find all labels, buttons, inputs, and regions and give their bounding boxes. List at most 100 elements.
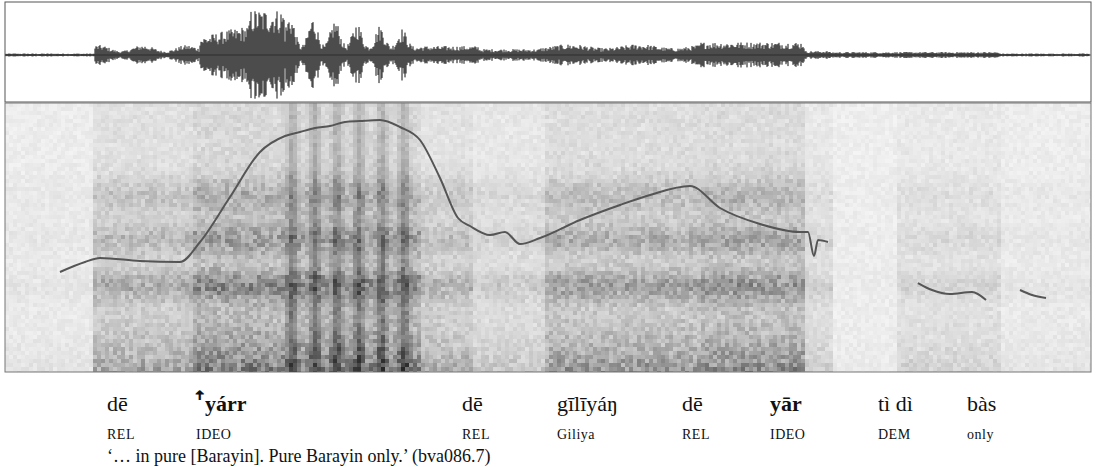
spectrogram-cell <box>21 255 25 259</box>
spectrogram-cell <box>9 259 13 263</box>
spectrogram-cell <box>17 295 21 299</box>
spectrogram-cell <box>45 323 49 327</box>
spectrogram-cell <box>113 295 117 299</box>
spectrogram-cell <box>117 115 121 119</box>
spectrogram-cell <box>65 187 69 191</box>
spectrogram-cell <box>109 115 113 119</box>
spectrogram-cell <box>81 159 85 163</box>
spectrogram-cell <box>61 299 65 303</box>
spectrogram-cell <box>101 283 105 287</box>
spectrogram-cell <box>69 259 73 263</box>
spectrogram-cell <box>97 199 101 203</box>
spectrogram-cell <box>57 139 61 143</box>
spectrogram-cell <box>117 191 121 195</box>
spectrogram-cell <box>5 103 9 107</box>
spectrogram-cell <box>17 335 21 339</box>
spectrogram-cell <box>73 223 77 227</box>
spectrogram-cell <box>25 351 29 355</box>
spectrogram-cell <box>9 319 13 323</box>
spectrogram-cell <box>13 291 17 295</box>
spectrogram-cell <box>109 347 113 351</box>
spectrogram-cell <box>109 203 113 207</box>
spectrogram-cell <box>29 343 33 347</box>
spectrogram-cell <box>97 187 101 191</box>
spectrogram-cell <box>41 135 45 139</box>
spectrogram-cell <box>29 119 33 123</box>
spectrogram-cell <box>17 259 21 263</box>
spectrogram-cell <box>37 355 41 359</box>
spectrogram-cell <box>97 227 101 231</box>
spectrogram-cell <box>65 123 69 127</box>
spectrogram-cell <box>33 111 37 115</box>
spectrogram-cell <box>37 135 41 139</box>
spectrogram-cell <box>45 199 49 203</box>
spectrogram-cell <box>37 219 41 223</box>
spectrogram-cell <box>53 231 57 235</box>
spectrogram-cell <box>77 335 81 339</box>
spectrogram-cell <box>21 307 25 311</box>
spectrogram-cell <box>69 311 73 315</box>
spectrogram-cell <box>61 223 65 227</box>
spectrogram-cell <box>89 339 93 343</box>
spectrogram-cell <box>109 275 113 279</box>
spectrogram-cell <box>93 267 97 271</box>
spectrogram-cell <box>17 119 21 123</box>
spectrogram-cell <box>105 363 109 367</box>
spectrogram-cell <box>37 307 41 311</box>
spectrogram-cell <box>97 247 101 251</box>
spectrogram-cell <box>101 355 105 359</box>
spectrogram-cell <box>5 295 9 299</box>
spectrogram-cell <box>41 203 45 207</box>
spectrogram-cell <box>73 307 77 311</box>
spectrogram-cell <box>77 231 81 235</box>
spectrogram-cell <box>89 239 93 243</box>
spectrogram-cell <box>13 131 17 135</box>
spectrogram-cell <box>117 211 121 215</box>
spectrogram-cell <box>41 235 45 239</box>
spectrogram-cell <box>89 211 93 215</box>
spectrogram-cell <box>113 327 117 331</box>
spectrogram-cell <box>41 211 45 215</box>
spectrogram-cell <box>13 159 17 163</box>
spectrogram-cell <box>85 123 89 127</box>
spectrogram-cell <box>121 107 125 111</box>
spectrogram-cell <box>81 327 85 331</box>
spectrogram-cell <box>93 123 97 127</box>
spectrogram-cell <box>85 231 89 235</box>
spectrogram-cell <box>97 267 101 271</box>
spectrogram-cell <box>73 359 77 363</box>
spectrogram-cell <box>81 319 85 323</box>
spectrogram-cell <box>113 111 117 115</box>
spectrogram-cell <box>109 259 113 263</box>
spectrogram-cell <box>109 211 113 215</box>
spectrogram-cell <box>89 307 93 311</box>
spectrogram-cell <box>97 151 101 155</box>
spectrogram-cell <box>21 351 25 355</box>
spectrogram-cell <box>25 335 29 339</box>
spectrogram-cell <box>93 171 97 175</box>
spectrogram-cell <box>113 143 117 147</box>
spectrogram-cell <box>85 211 89 215</box>
spectrogram-cell <box>9 203 13 207</box>
spectrogram-cell <box>5 327 9 331</box>
spectrogram-cell <box>53 315 57 319</box>
spectrogram-cell <box>101 259 105 263</box>
spectrogram-cell <box>105 155 109 159</box>
spectrogram-cell <box>29 227 33 231</box>
spectrogram-cell <box>73 139 77 143</box>
spectrogram-cell <box>121 167 125 171</box>
spectrogram-cell <box>13 243 17 247</box>
spectrogram-cell <box>61 219 65 223</box>
spectrogram-cell <box>41 179 45 183</box>
spectrogram-cell <box>49 147 53 151</box>
spectrogram-cell <box>73 155 77 159</box>
spectrogram-cell <box>109 351 113 355</box>
spectrogram-cell <box>65 251 69 255</box>
spectrogram-cell <box>117 243 121 247</box>
spectrogram-cell <box>73 319 77 323</box>
spectrogram-cell <box>25 275 29 279</box>
spectrogram-cell <box>21 195 25 199</box>
spectrogram-cell <box>69 195 73 199</box>
spectrogram-cell <box>57 343 61 347</box>
spectrogram-cell <box>81 339 85 343</box>
